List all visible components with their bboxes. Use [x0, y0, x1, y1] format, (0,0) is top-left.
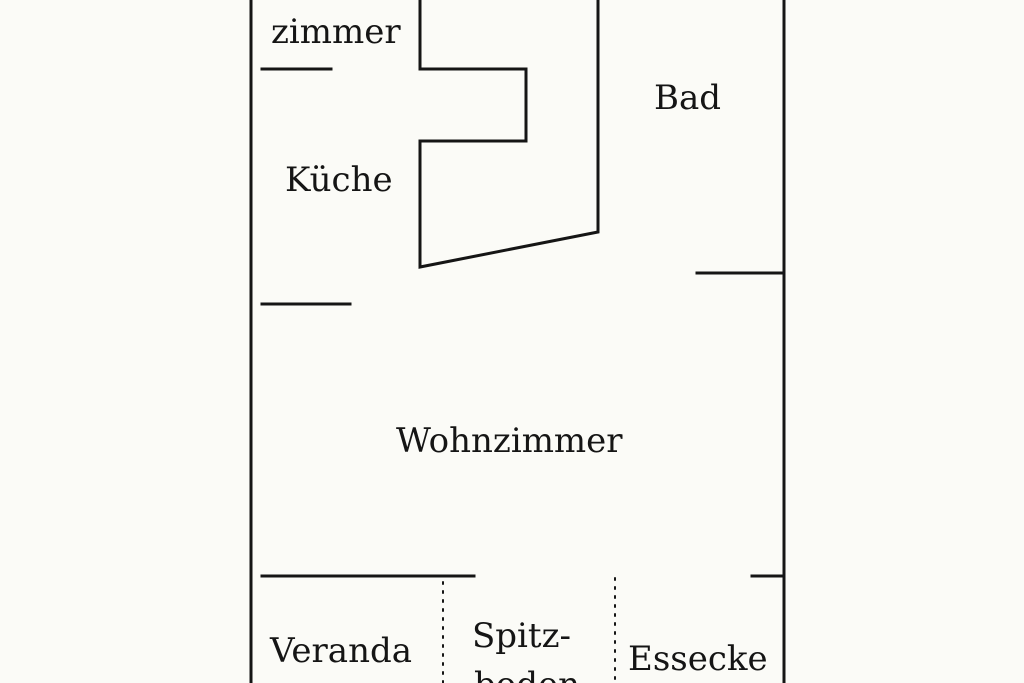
room-label-bad: Bad — [654, 78, 721, 118]
room-label-kueche: Küche — [285, 160, 393, 200]
chimney-block-outline — [418, 0, 600, 269]
room-label-wohnzimmer: Wohnzimmer — [396, 421, 623, 461]
room-label-essecke: Essecke — [628, 639, 768, 679]
room-label-spitzboden-line1: Spitz- — [472, 616, 571, 656]
room-label-spitzboden-line2: boden — [474, 665, 580, 683]
room-label-zimmer: zimmer — [271, 12, 401, 52]
room-label-veranda: Veranda — [269, 631, 412, 671]
